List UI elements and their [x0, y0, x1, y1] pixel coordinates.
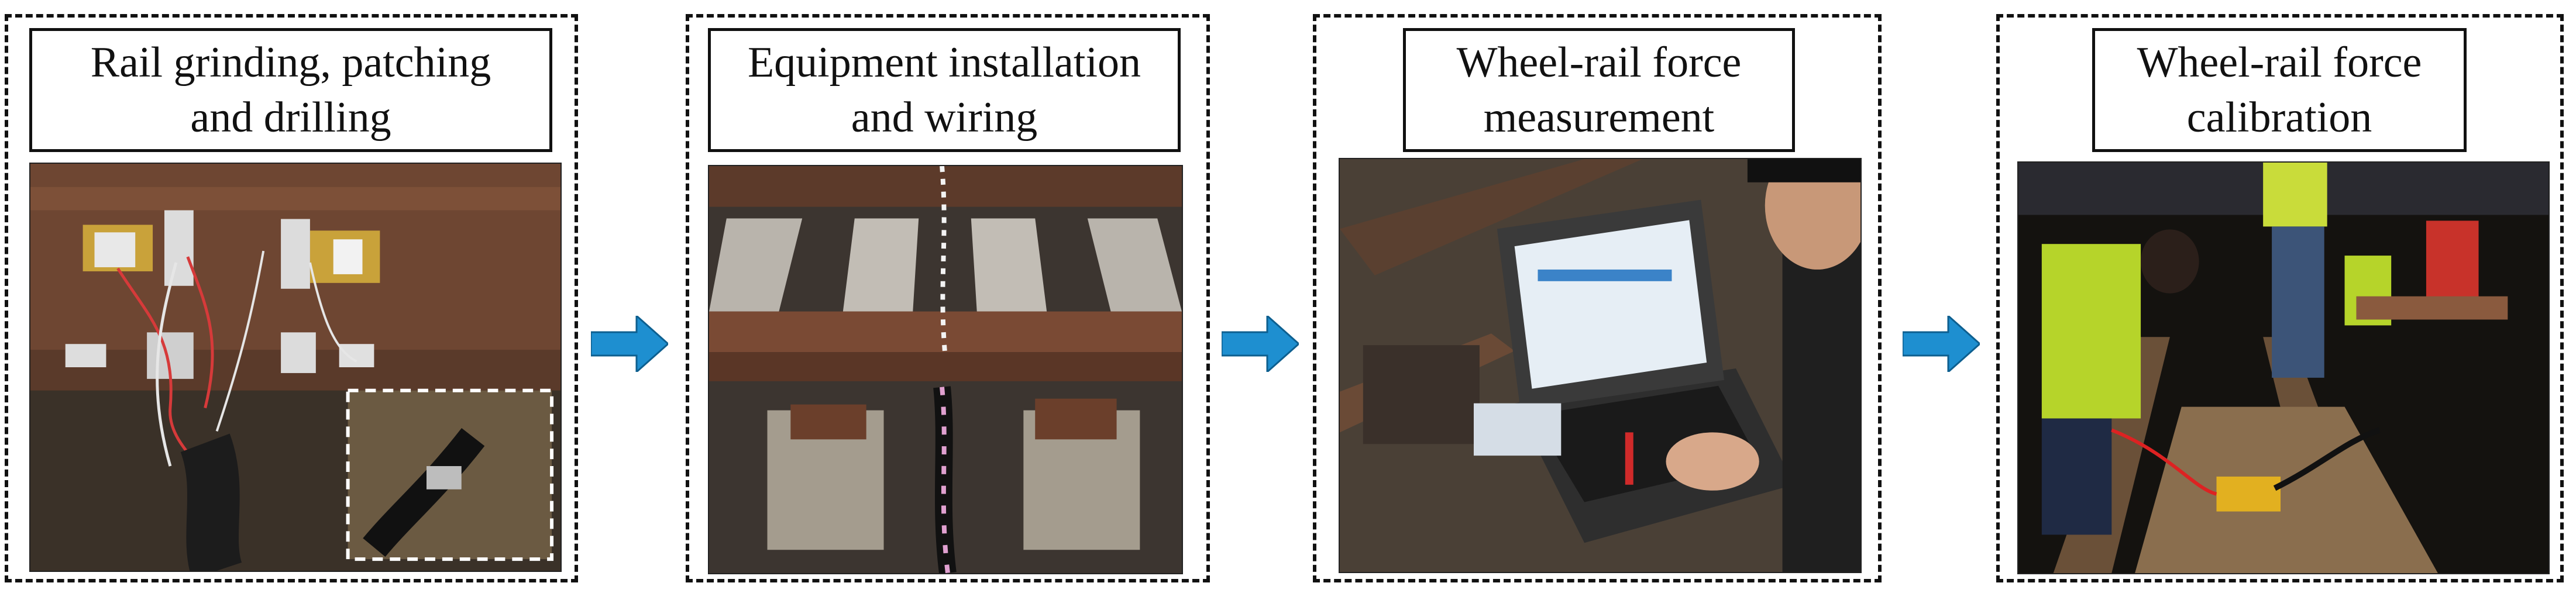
photo-force-measurement	[1339, 158, 1862, 573]
right-arrow-icon	[1903, 316, 1980, 372]
photo-equipment-installation	[708, 165, 1183, 574]
right-arrow-icon	[1222, 316, 1299, 372]
step-title: Wheel-rail force calibration	[2137, 39, 2422, 142]
step-title: Wheel-rail force measurement	[1456, 39, 1742, 142]
photo-rail-grinding	[29, 163, 562, 572]
step-panel-equipment-installation: Equipment installation and wiring	[686, 14, 1210, 582]
force-measurement-illustration	[1340, 159, 1860, 572]
right-arrow-icon	[591, 316, 668, 372]
step-panel-force-calibration: Wheel-rail force calibration	[1996, 14, 2564, 582]
step-title-box: Rail grinding, patching and drilling	[29, 28, 552, 152]
step-title-box: Wheel-rail force calibration	[2092, 28, 2467, 152]
step-title-box: Equipment installation and wiring	[708, 28, 1181, 152]
step-panel-rail-grinding: Rail grinding, patching and drilling	[5, 14, 578, 582]
step-title: Equipment installation and wiring	[747, 39, 1141, 142]
step-title-box: Wheel-rail force measurement	[1403, 28, 1795, 152]
step-panel-force-measurement: Wheel-rail force measurement	[1313, 14, 1882, 582]
equipment-installation-illustration	[709, 166, 1182, 573]
rail-grinding-illustration	[30, 164, 560, 571]
photo-force-calibration	[2017, 161, 2550, 574]
step-title: Rail grinding, patching and drilling	[90, 39, 491, 142]
force-calibration-illustration	[2018, 163, 2549, 573]
